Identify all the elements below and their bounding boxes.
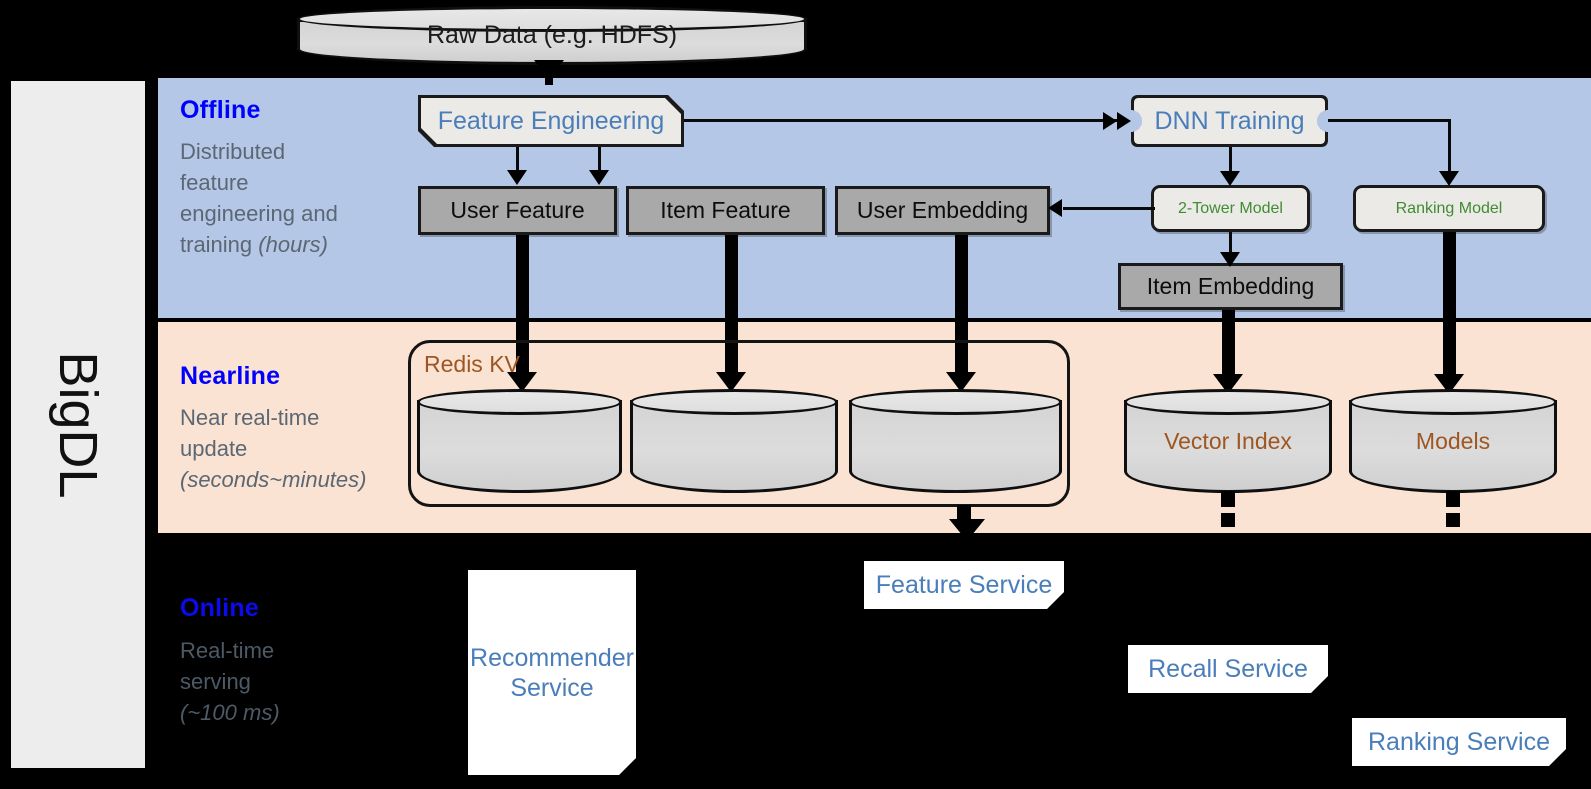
datastore-user-feature-label — [417, 389, 622, 493]
edge-dnn-to-two-tower — [1229, 147, 1232, 175]
online-desc-emphasis: (~100 ms) — [180, 700, 280, 725]
cylinder-body — [849, 400, 1062, 493]
cylinder-top — [849, 389, 1062, 415]
node-two-tower-model[interactable]: 2-Tower Model — [1151, 185, 1310, 232]
node-user-embedding[interactable]: User Embedding — [835, 186, 1050, 235]
arrowhead-down-icon — [589, 170, 609, 185]
nearline-desc-emphasis: (seconds~minutes) — [180, 467, 367, 492]
datastore-user-embedding[interactable] — [849, 389, 1062, 493]
edge-user-feature-to-store — [516, 235, 529, 380]
datastore-vector-index[interactable]: Vector Index — [1124, 389, 1332, 493]
edge-two-tower-to-item-embedding — [1229, 232, 1232, 256]
edge-user-embedding-to-store — [955, 235, 968, 380]
datastore-raw-data: Raw Data (e.g. HDFS) — [297, 6, 807, 65]
node-user-feature-label: User Feature — [450, 197, 585, 223]
edge-two-tower-to-user-embedding — [1063, 207, 1155, 210]
online-desc-l2: serving — [180, 669, 251, 694]
platform-label: BigDL — [48, 350, 108, 499]
edge-item-feature-to-store — [725, 235, 738, 380]
edge-ranking-model-to-models — [1443, 232, 1456, 382]
platform-sidebar-bigdl: BigDL — [8, 78, 148, 771]
arrowhead-down-icon — [507, 372, 537, 392]
node-ranking-model[interactable]: Ranking Model — [1353, 185, 1545, 232]
node-feature-service-label: Feature Service — [875, 571, 1053, 599]
edge-models-dot-2 — [1446, 513, 1460, 527]
node-recommender-service[interactable]: Recommender Service — [468, 570, 636, 775]
group-redis-kv-label: Redis KV — [424, 351, 520, 377]
edge-vector-index-dot-1 — [1221, 491, 1235, 507]
node-ranking-service-label: Ranking Service — [1367, 728, 1551, 756]
nearline-desc-l1: Near real-time — [180, 405, 320, 430]
node-item-embedding[interactable]: Item Embedding — [1118, 263, 1343, 310]
layer-description-nearline: Near real-time update (seconds~minutes) — [180, 402, 415, 495]
node-user-feature[interactable]: User Feature — [418, 186, 617, 235]
cylinder-top — [297, 6, 807, 32]
node-dnn-training[interactable]: DNN Training — [1131, 95, 1328, 147]
edge-models-dot-1 — [1446, 491, 1460, 507]
node-item-feature-label: Item Feature — [660, 197, 791, 223]
node-two-tower-model-label: 2-Tower Model — [1178, 199, 1283, 217]
datastore-item-feature-label — [630, 389, 838, 493]
node-item-feature[interactable]: Item Feature — [626, 186, 825, 235]
arrowhead-down-icon — [716, 372, 746, 392]
node-ranking-model-label: Ranking Model — [1395, 199, 1503, 217]
arrowhead-down-icon — [1220, 171, 1240, 186]
offline-desc-emphasis: (hours) — [258, 232, 328, 257]
datastore-raw-data-label: Raw Data (e.g. HDFS) — [426, 21, 678, 49]
datastore-models[interactable]: Models — [1349, 389, 1557, 493]
cylinder-top — [417, 389, 622, 415]
node-item-embedding-label: Item Embedding — [1146, 273, 1315, 299]
layer-band-offline: Offline Distributed feature engineering … — [158, 78, 1591, 318]
layer-description-online: Real-time serving (~100 ms) — [180, 635, 395, 728]
nearline-desc-l2: update — [180, 436, 248, 461]
offline-desc-l3: engineering and — [180, 201, 338, 226]
cylinder-top — [630, 389, 838, 415]
datastore-models-label: Models — [1415, 427, 1491, 454]
edge-vector-index-dot-2 — [1221, 513, 1235, 527]
layer-title-offline: Offline — [180, 96, 261, 124]
arrowhead-right-icon — [1103, 112, 1117, 130]
arrowhead-left-icon — [1048, 199, 1062, 217]
offline-desc-l2: feature — [180, 170, 249, 195]
arrowhead-down-icon — [1439, 171, 1459, 186]
edge-dnn-to-ranking-v — [1448, 119, 1451, 176]
edge-redis-to-feature-service — [957, 505, 971, 521]
datastore-vector-index-label: Vector Index — [1164, 427, 1292, 454]
datastore-item-feature[interactable] — [630, 389, 838, 493]
group-redis-kv — [408, 340, 1070, 507]
edge-fe-to-item-feature — [598, 147, 601, 174]
arrowhead-down-icon — [949, 519, 985, 541]
edge-dnn-to-ranking-h — [1328, 119, 1451, 122]
edge-feature-engineering-to-dnn — [684, 119, 1118, 122]
arrowhead-right-icon-2 — [1117, 112, 1131, 130]
arrowhead-down-icon — [507, 170, 527, 185]
node-feature-engineering[interactable]: Feature Engineering — [418, 95, 684, 147]
node-ranking-service[interactable]: Ranking Service — [1352, 718, 1566, 766]
layer-title-online: Online — [180, 594, 259, 622]
cylinder-top — [1124, 389, 1332, 415]
edge-fe-to-user-feature — [516, 147, 519, 174]
node-recommender-service-label: Recommender Service — [470, 643, 634, 702]
offline-desc-l1: Distributed — [180, 139, 286, 164]
node-dnn-training-label: DNN Training — [1134, 98, 1325, 144]
arrowhead-down-icon — [1220, 252, 1240, 267]
datastore-user-feature[interactable] — [417, 389, 622, 493]
node-recall-service-label: Recall Service — [1148, 655, 1308, 683]
layer-title-nearline: Nearline — [180, 362, 281, 390]
online-desc-l1: Real-time — [180, 638, 275, 663]
node-recall-service[interactable]: Recall Service — [1128, 645, 1328, 693]
layer-description-offline: Distributed feature engineering and trai… — [180, 136, 395, 260]
cylinder-body — [1124, 400, 1332, 493]
arrowhead-down-icon — [946, 372, 976, 392]
cylinder-top — [1349, 389, 1557, 415]
edge-item-embedding-to-vector-index — [1222, 310, 1235, 382]
node-feature-engineering-label: Feature Engineering — [421, 98, 681, 144]
node-feature-service[interactable]: Feature Service — [864, 561, 1064, 609]
arrowhead-down-icon — [534, 60, 564, 80]
cylinder-body — [630, 400, 838, 493]
datastore-user-embedding-label — [849, 389, 1062, 493]
offline-desc-l4: training — [180, 232, 259, 257]
node-user-embedding-label: User Embedding — [856, 197, 1029, 223]
